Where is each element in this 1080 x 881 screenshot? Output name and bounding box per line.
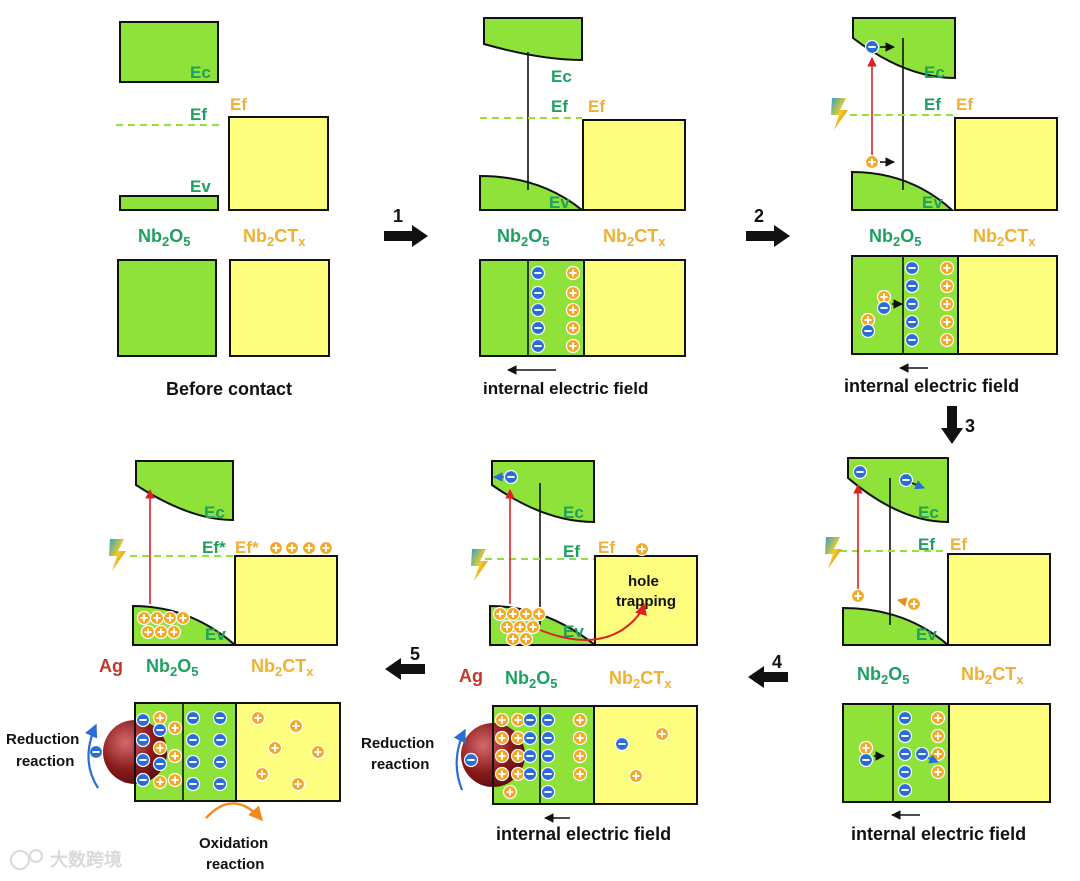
nb2o5-label: Nb2O5 bbox=[857, 664, 909, 687]
ef-star-label-mxene: Ef* bbox=[235, 538, 259, 557]
nb2o5-label: Nb2O5 bbox=[138, 226, 190, 249]
ev-label: Ev bbox=[549, 193, 570, 212]
ef-label: Ef bbox=[551, 97, 568, 116]
before-contact-caption: Before contact bbox=[166, 379, 292, 399]
nb2ctx-label: Nb2CTx bbox=[251, 656, 314, 679]
nb2o5-label: Nb2O5 bbox=[146, 656, 198, 679]
ev-label: Ev bbox=[205, 625, 226, 644]
nb2ctx-label: Nb2CTx bbox=[609, 668, 672, 691]
ev-label: Ev bbox=[922, 193, 943, 212]
field-caption: internal electric field bbox=[496, 824, 671, 844]
light-bolt-icon bbox=[825, 537, 842, 569]
nb2ctx-label: Nb2CTx bbox=[961, 664, 1024, 687]
ef-label-mxene: Ef bbox=[950, 535, 967, 554]
ag-label: Ag bbox=[459, 666, 483, 686]
light-bolt-icon bbox=[109, 539, 126, 571]
panel-final-state: Ec Ef* Ef* Ev Ag Nb2O5 Nb2CTx bbox=[6, 460, 341, 873]
nb2ctx-block bbox=[229, 259, 330, 357]
panel-before-contact: Ec Ef Ef Ev Nb2O5 Nb2CTx Before contact bbox=[116, 21, 330, 399]
step-4-number: 4 bbox=[772, 652, 782, 672]
ef-label-mxene: Ef bbox=[588, 97, 605, 116]
ef-label-mxene: Ef bbox=[230, 95, 247, 114]
ef-label: Ef bbox=[563, 542, 580, 561]
ec-label: Ec bbox=[190, 63, 211, 82]
reduction-line2: reaction bbox=[371, 756, 429, 773]
ec-label: Ec bbox=[918, 503, 939, 522]
ev-label: Ev bbox=[563, 622, 584, 641]
reduction-line1: Reduction bbox=[361, 735, 434, 752]
ev-label: Ev bbox=[916, 625, 937, 644]
step-5-number: 5 bbox=[410, 644, 420, 664]
ec-label: Ec bbox=[924, 63, 945, 82]
nb2ctx-label: Nb2CTx bbox=[973, 226, 1036, 249]
oxidation-arrow bbox=[205, 802, 263, 822]
field-caption: internal electric field bbox=[844, 376, 1019, 396]
nb2ctx-label: Nb2CTx bbox=[603, 226, 666, 249]
step-5-arrow: 5 bbox=[385, 644, 425, 680]
hole-trapping-line1: hole bbox=[628, 573, 659, 590]
nb2o5-label: Nb2O5 bbox=[869, 226, 921, 249]
panel-charge-migration: Ec Ef Ef Ev Nb2O5 Nb2CTx internal electr… bbox=[825, 457, 1051, 844]
panel-after-contact: Ec Ef Ef Ev Nb2O5 Nb2CTx internal electr… bbox=[479, 17, 686, 398]
ef-label-mxene: Ef bbox=[956, 95, 973, 114]
panel-illumination: Ec Ef Ef Ev Nb2O5 Nb2CTx internal electr… bbox=[831, 17, 1058, 396]
valence-band bbox=[119, 195, 219, 211]
step-1-arrow: 1 bbox=[384, 206, 428, 247]
nb2ctx-label: Nb2CTx bbox=[243, 226, 306, 249]
oxidation-line1: Oxidation bbox=[199, 835, 268, 852]
reduction-line1: Reduction bbox=[6, 731, 79, 748]
step-4-arrow: 4 bbox=[748, 652, 788, 688]
step-3-number: 3 bbox=[965, 416, 975, 436]
ef-label: Ef bbox=[190, 105, 207, 124]
field-caption: internal electric field bbox=[483, 379, 648, 398]
nb2o5-label: Nb2O5 bbox=[505, 668, 557, 691]
conduction-band bbox=[119, 21, 219, 83]
ef-label-mxene: Ef bbox=[598, 538, 615, 557]
ef-label: Ef bbox=[924, 95, 941, 114]
reduction-line2: reaction bbox=[16, 753, 74, 770]
step-2-arrow: 2 bbox=[746, 206, 790, 247]
ec-label: Ec bbox=[563, 503, 584, 522]
watermark-text: 大数跨境 bbox=[50, 849, 122, 870]
light-bolt-icon bbox=[471, 549, 488, 581]
light-bolt-icon bbox=[831, 98, 848, 130]
hole-trapping-line2: trapping bbox=[616, 593, 676, 610]
panel-hole-trapping: Ec Ef Ef Ev hole trapping Ag Nb2O5 Nb2CT… bbox=[361, 460, 698, 844]
watermark: 大数跨境 bbox=[10, 849, 122, 870]
nb2o5-block bbox=[117, 259, 217, 357]
ef-star-label: Ef* bbox=[202, 538, 226, 557]
field-caption: internal electric field bbox=[851, 824, 1026, 844]
oxidation-line2: reaction bbox=[206, 856, 264, 873]
nb2o5-label: Nb2O5 bbox=[497, 226, 549, 249]
step-1-number: 1 bbox=[393, 206, 403, 226]
ef-label: Ef bbox=[918, 535, 935, 554]
ec-label: Ec bbox=[551, 67, 572, 86]
valence-band-bent bbox=[479, 174, 585, 211]
ag-label: Ag bbox=[99, 656, 123, 676]
ev-label: Ev bbox=[190, 177, 211, 196]
step-2-number: 2 bbox=[754, 206, 764, 226]
step-3-arrow: 3 bbox=[941, 406, 975, 444]
mxene-band bbox=[228, 116, 329, 211]
conduction-band-bent bbox=[483, 17, 583, 62]
ec-label: Ec bbox=[204, 503, 225, 522]
